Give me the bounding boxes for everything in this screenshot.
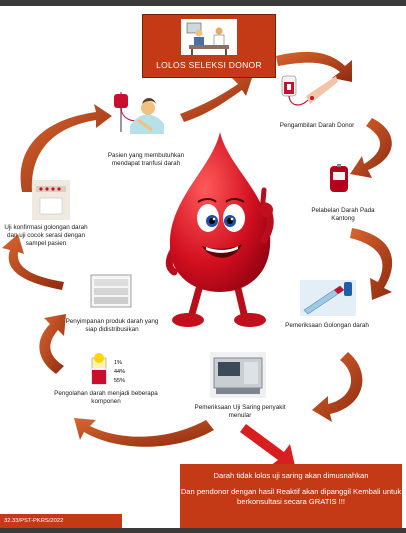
step-grouping-label: Pemeriksaan Golongan darah xyxy=(285,322,369,329)
component-label-rbc: 55% xyxy=(114,378,125,384)
blood-storage-fridge-icon xyxy=(90,274,132,308)
arrow-patient-to-title xyxy=(180,78,252,122)
step-labeling-label: Pelabelan Darah Pada Kantong xyxy=(311,207,375,222)
bottom-bar xyxy=(0,528,406,533)
patient-transfusion-icon xyxy=(114,92,164,134)
arrow-crossmatch-to-patient xyxy=(20,104,113,192)
blood-collection-icon xyxy=(281,75,338,106)
blood-grouping-test-icon xyxy=(300,280,356,316)
arrow-grouping-to-screening xyxy=(312,352,363,422)
arrow-collection-to-labeling xyxy=(350,118,392,178)
component-label-buffy: 44% xyxy=(114,369,125,375)
footer-code: 32.33/PST-PKRS/2022 xyxy=(0,514,122,528)
arrow-screening-to-processing xyxy=(74,418,214,447)
step-patient-label: Pasien yang membutuhkan mendapat tranfus… xyxy=(107,152,185,167)
step-storage-label: Penyimpanan produk darah yang siap didis… xyxy=(65,318,159,333)
step-crossmatch-label: Uji konfirmasi golongan darah dan uji co… xyxy=(4,224,88,247)
lab-analyzer-icon xyxy=(210,352,266,398)
blood-bag-icon xyxy=(330,164,348,192)
arrow-storage-to-crossmatch xyxy=(2,234,64,290)
warning-arrow xyxy=(240,424,296,470)
step-screening-label: Pemeriksaan Uji Saring penyakit menular xyxy=(194,404,286,419)
arrow-processing-to-storage xyxy=(39,314,66,374)
step-collection-label: Pengambilan Darah Donor xyxy=(279,122,355,129)
warning-box: Darah tidak lolos uji saring akan dimusn… xyxy=(180,464,402,528)
arrow-title-to-collection xyxy=(276,51,352,82)
blood-drop-mascot xyxy=(165,132,274,327)
warning-line-2: Dan pendonor dengan hasil Reaktif akan d… xyxy=(180,487,402,506)
step-processing-label: Pengolahan darah menjadi beberapa kompon… xyxy=(54,390,158,405)
top-bar xyxy=(0,0,406,6)
page-title: LOLOS SELEKSI DONOR xyxy=(156,60,262,70)
component-label-plasma: 1% xyxy=(114,360,122,366)
blood-components-icon: 1% 44% 55% xyxy=(91,353,125,385)
arrow-labeling-to-grouping xyxy=(350,228,393,300)
title-box: LOLOS SELEKSI DONOR xyxy=(142,14,276,78)
warning-line-1: Darah tidak lolos uji saring akan dimusn… xyxy=(213,471,369,480)
doctor-consultation-icon xyxy=(181,19,237,55)
crossmatch-test-icon xyxy=(32,180,70,220)
